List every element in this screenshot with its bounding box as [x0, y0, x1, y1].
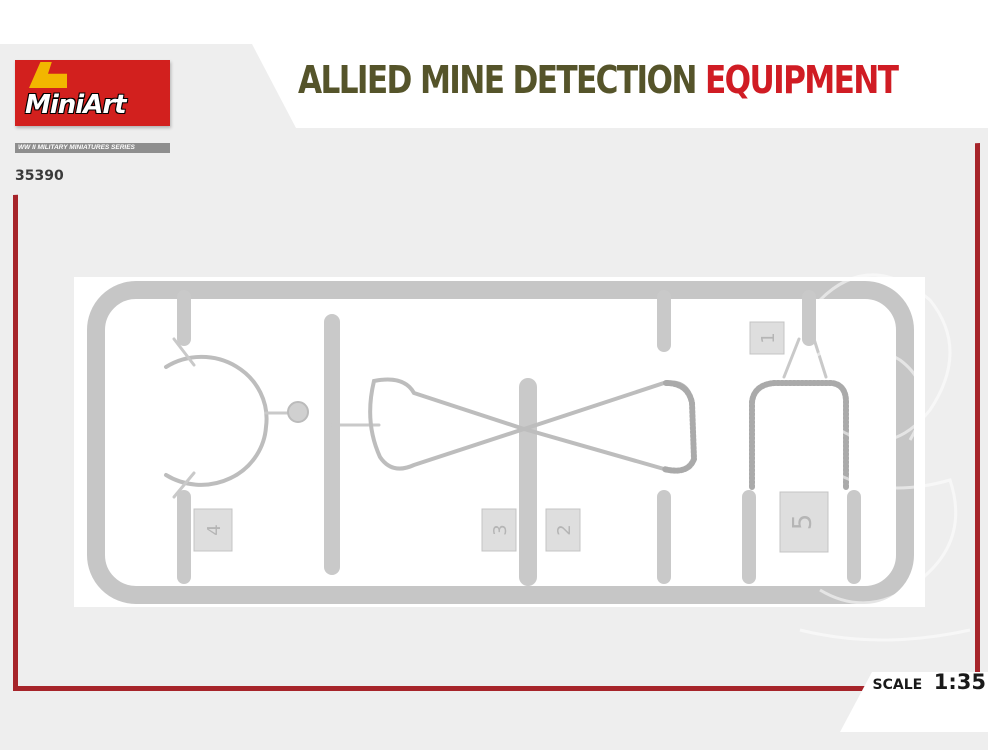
title-main: ALLIED MINE DETECTION	[298, 58, 697, 102]
scale-label: SCALE	[872, 677, 923, 693]
number-tab	[749, 321, 785, 355]
red-frame	[13, 143, 980, 691]
page-title: ALLIED MINE DETECTION EQUIPMENT	[298, 58, 899, 102]
number-tab	[779, 491, 829, 553]
sprue-image: 4 3 2 1 5	[87, 281, 914, 604]
number-tab	[481, 508, 517, 552]
part-number-label: 3	[490, 524, 511, 535]
kit-number: 35390	[15, 168, 64, 184]
part-number-label: 5	[788, 514, 818, 531]
scale-value: 1:35	[933, 670, 986, 694]
series-label: WW II MILITARY MINIATURES SERIES	[15, 143, 170, 153]
part-number-label: 2	[554, 524, 575, 535]
sprue-frame	[87, 281, 914, 604]
scale-indicator: SCALE 1:35	[873, 670, 987, 694]
part-knob	[287, 401, 309, 423]
part-ring	[164, 354, 269, 487]
logo-text: MiniArt	[25, 90, 127, 120]
part-number-label: 1	[758, 332, 779, 343]
part-bowtie-coil	[661, 380, 698, 474]
frame-corner-cut	[840, 672, 1000, 732]
number-tab	[193, 508, 233, 552]
miniart-logo: MiniArt	[15, 60, 170, 126]
logo-mark-icon	[29, 62, 67, 88]
number-tab	[545, 508, 581, 552]
part-handle	[749, 380, 849, 490]
part-number-label: 4	[204, 524, 225, 535]
title-accent: EQUIPMENT	[704, 58, 899, 102]
watermark-emblem	[799, 273, 971, 642]
